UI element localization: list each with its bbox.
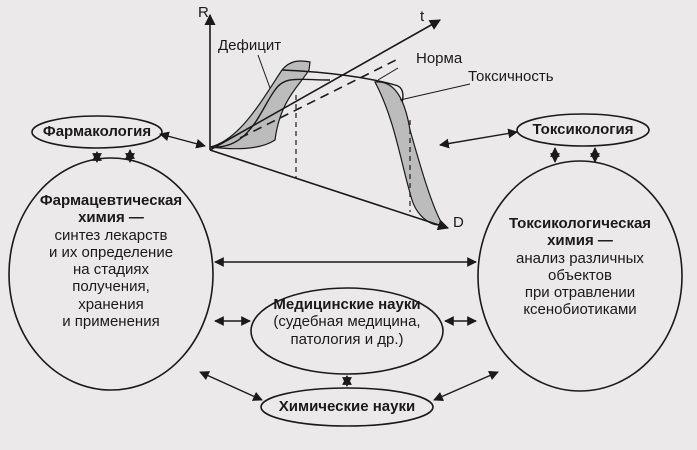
axis-r-label: R [198,4,209,21]
axis-t [209,19,441,151]
pharm-chem-body-3: на стадиях [72,261,150,278]
connectors [92,128,600,401]
toxicity-shaded-region [374,81,442,226]
medical-text: Медицинские науки (судебная медицина, па… [251,296,443,348]
pharmchem-to-chemical-arrow [199,371,263,401]
chemical-label: Химические науки [278,398,416,415]
norm-label: Норма [416,50,463,67]
pharm-chem-title-2: химия — [78,209,144,227]
tox-chem-body-3: при отравлении [524,284,636,301]
pharm-chem-body-4: получения, [72,278,150,296]
axis-d [209,149,450,231]
medical-body-2: патология и др.) [290,330,404,348]
toxicity-label: Токсичность [468,68,554,85]
response-curve-front [209,78,331,148]
medical-ellipse [250,287,444,375]
tox-chem-text: Токсикологическая химия — анализ различн… [478,215,682,319]
norm-pointer [377,67,399,81]
pharmacology-label: Фармакология [42,123,152,140]
pharm-chem-text: Фармацевтическая химия — синтез лекарств… [9,192,213,330]
chemical-ellipse [260,387,434,427]
tox-chem-body-4: ксенобиотиками [523,301,637,319]
deficit-label: Дефицит [218,37,282,54]
toxicology-to-graph-arrow [439,128,518,149]
axis-t-label: t [420,8,425,25]
deficit-pointer [257,54,271,89]
toxicology-label: Токсикология [532,121,634,138]
dose-response-graph [204,13,471,231]
medical-title: Медицинские науки [273,296,421,313]
pharm-chem-ellipse [8,157,214,391]
tox-chem-ellipse [477,160,683,392]
deficit-shaded-region [209,60,311,150]
pharm-chem-body-5: хранения [78,295,144,313]
axis-d-label: D [453,214,464,231]
tox-chem-body-2: объектов [548,266,612,284]
tox-chem-body-1: анализ различных [516,249,644,267]
pharm-chem-body-1: синтез лекарств [54,226,168,244]
tox-chem-title-2: химия — [547,232,613,250]
pharm-chem-body-6: и применения [62,312,160,330]
pharmacology-to-graph-arrow [159,131,206,149]
pharm-chem-title-1: Фармацевтическая [39,192,183,209]
tox-chem-title-1: Токсикологическая [508,215,652,232]
pharm-chem-body-2: и их определение [48,243,174,261]
toxicity-pointer [399,83,471,101]
chemical-to-toxchem-arrow [433,371,499,401]
medical-body-1: (судебная медицина, [273,313,421,331]
